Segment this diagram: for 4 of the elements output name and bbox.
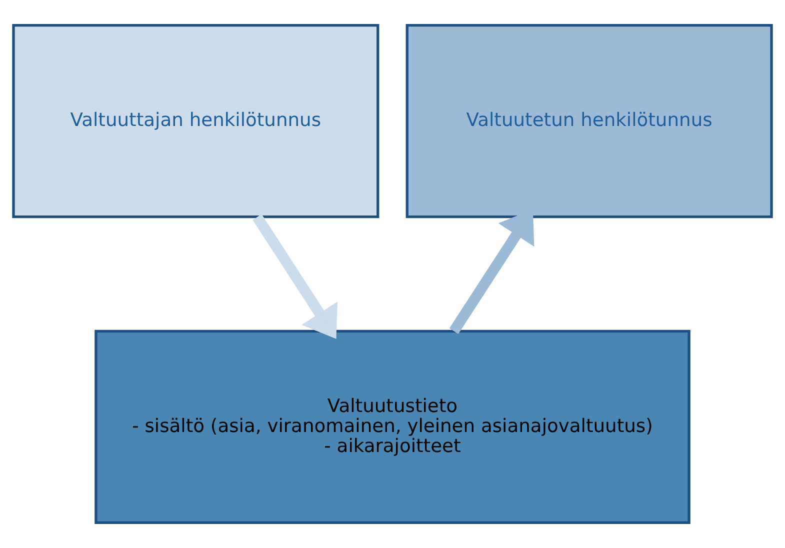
arrow — [252, 214, 338, 339]
node-box: Valtuutetun henkilötunnus — [406, 24, 773, 218]
node-box: Valtuutustieto - sisältö (asia, viranomainen, yleinen asianajovaltuutus) - aikarajoitteet — [94, 330, 690, 524]
node-box: Valtuuttajan henkilötunnus — [12, 24, 380, 218]
